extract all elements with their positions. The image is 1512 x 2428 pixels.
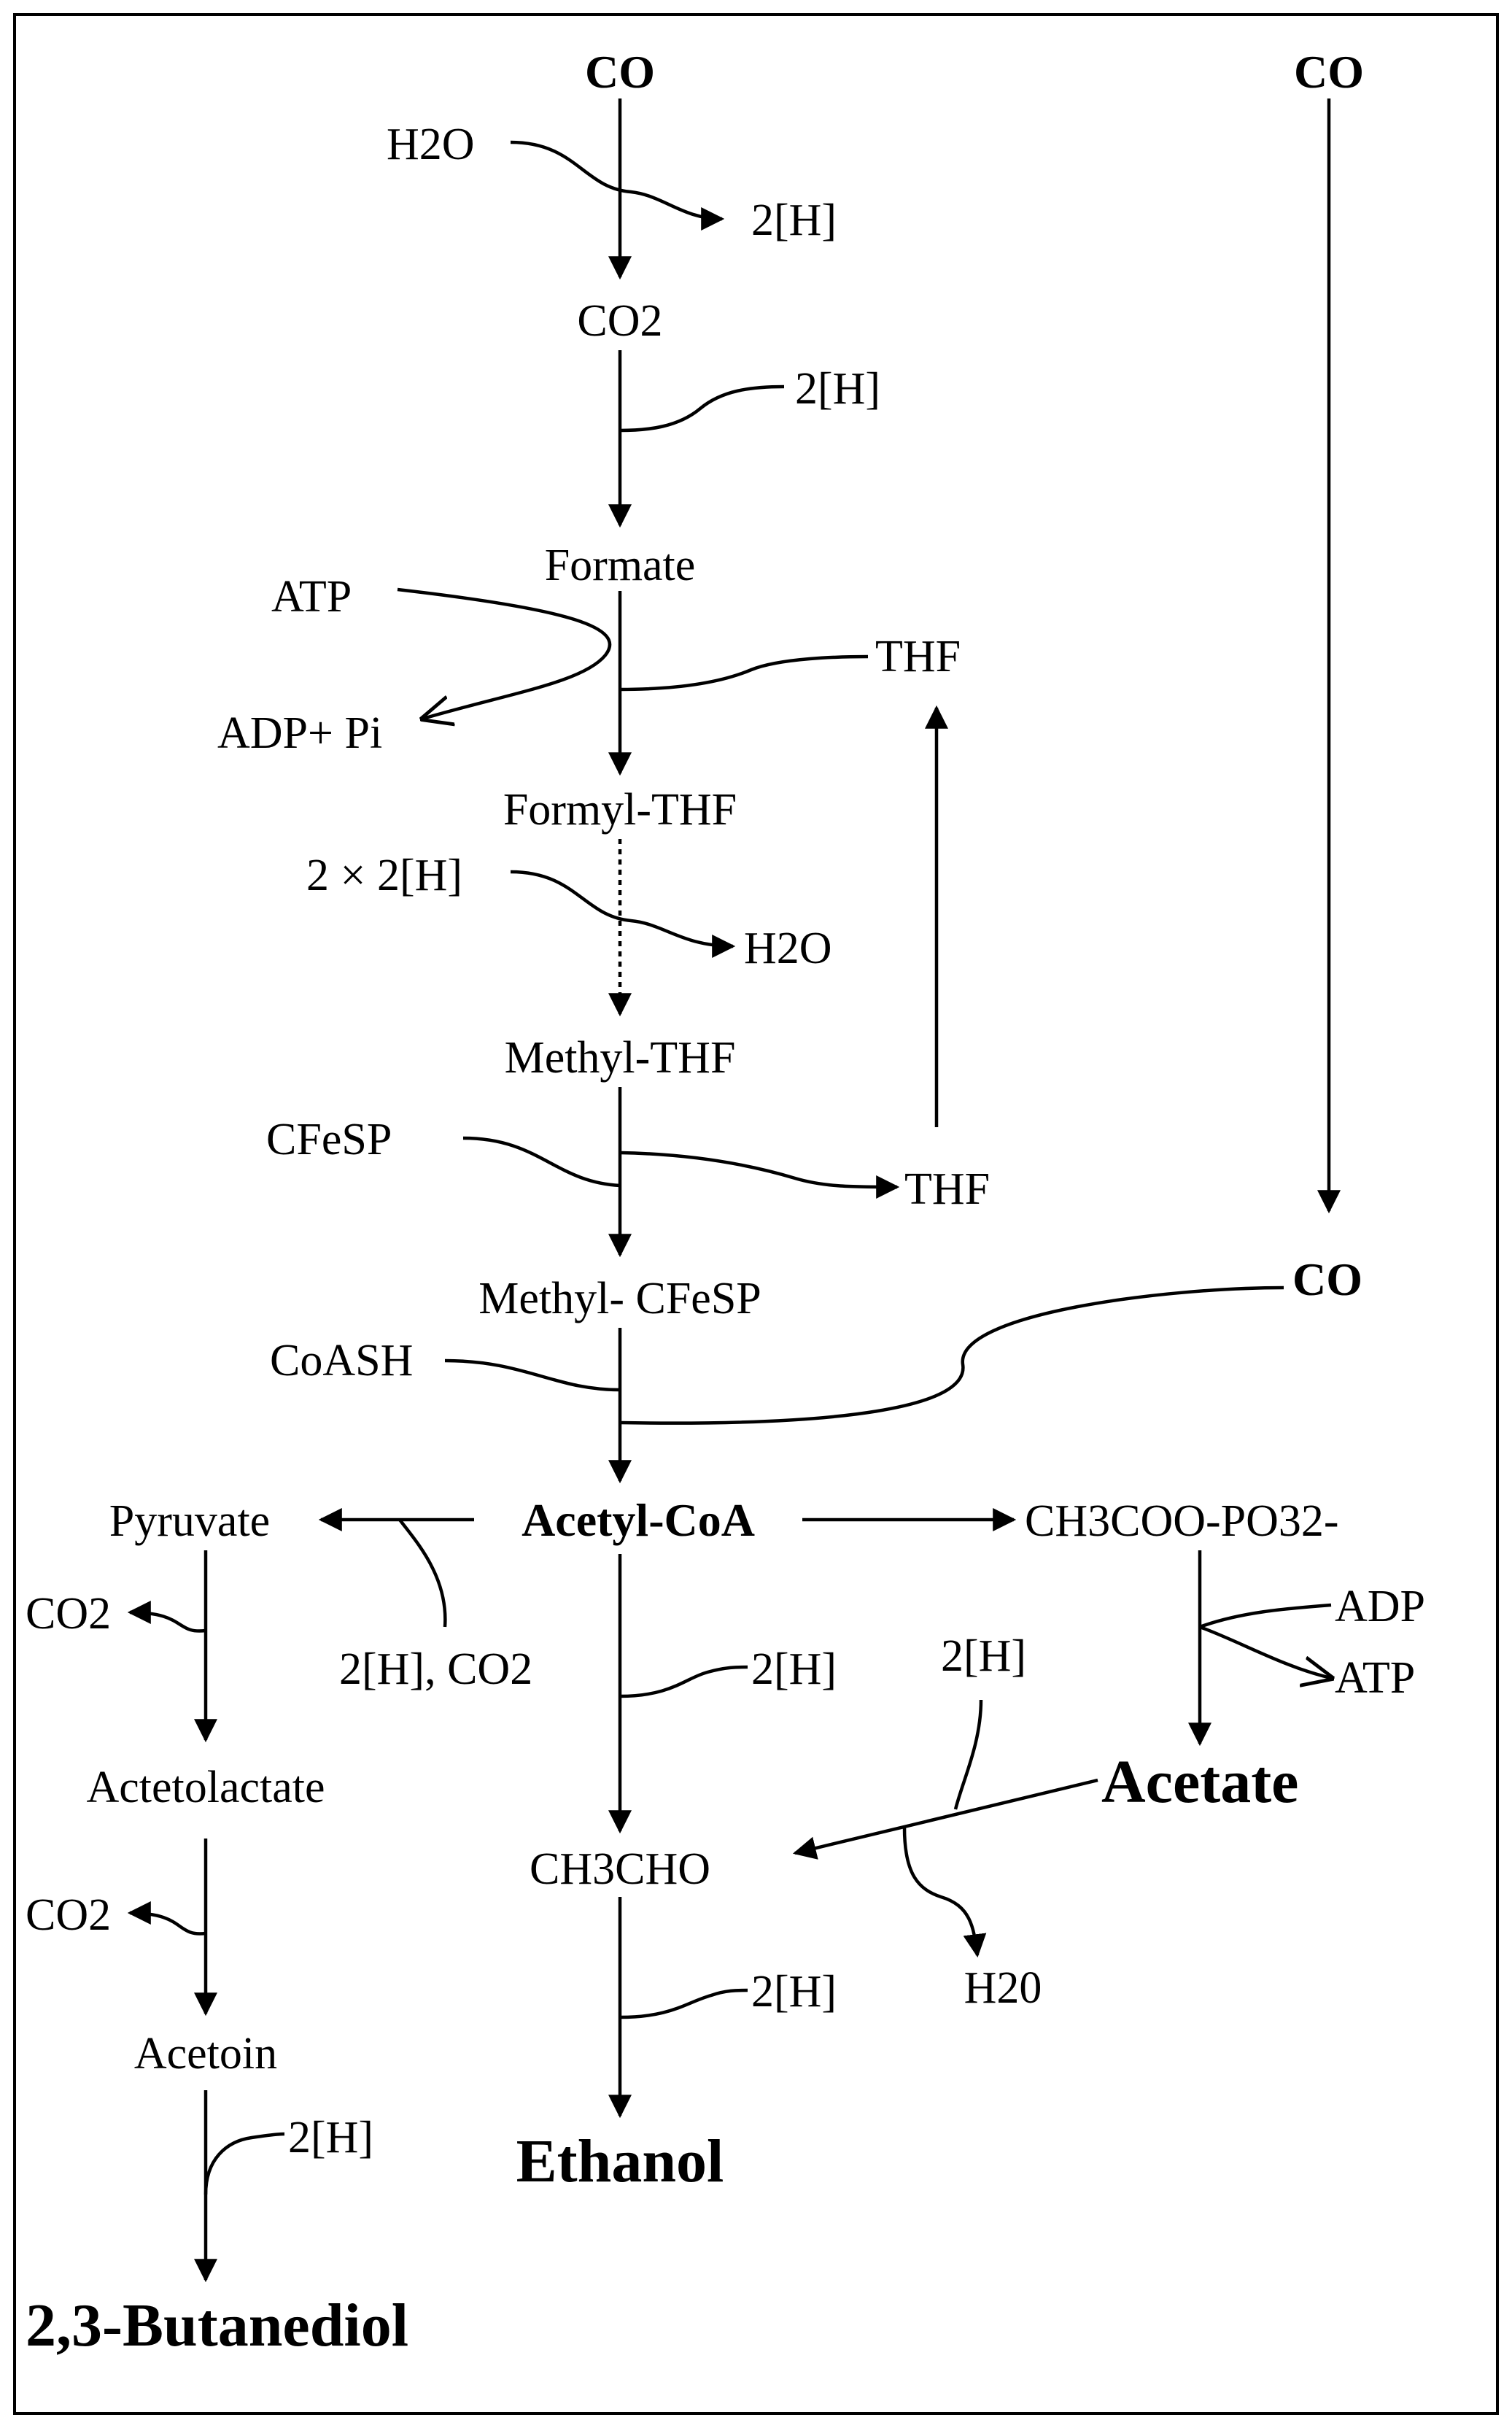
- curve-coash-in: [444, 1358, 621, 1392]
- label-co-right: CO: [1292, 1253, 1362, 1305]
- label-formate: Formate: [545, 541, 696, 590]
- label-acetyl-coa: Acetyl-CoA: [522, 1494, 755, 1546]
- label-butanediol: 2,3-Butanediol: [26, 2292, 408, 2359]
- label-h2o-1: H2O: [387, 120, 475, 169]
- label-acetate: Acetate: [1101, 1748, 1298, 1816]
- label-co2-2: CO2: [26, 1589, 111, 1639]
- curve-adp-in: [1199, 1603, 1332, 1629]
- label-co2-3: CO2: [26, 1890, 111, 1940]
- label-coash: CoASH: [270, 1336, 413, 1385]
- diagram-frame: [13, 13, 1499, 2415]
- label-formyl-thf: Formyl-THF: [503, 785, 737, 835]
- label-h2o-3: H20: [964, 1963, 1042, 2013]
- label-adp: ADP: [1335, 1582, 1425, 1631]
- label-2h-co2: 2[H], CO2: [339, 1644, 532, 1694]
- curve-2h-acetyl-reduction: [619, 1665, 748, 1698]
- label-adp-pi: ADP+ Pi: [217, 708, 382, 758]
- label-thf-1: THF: [875, 632, 961, 681]
- curve-h2o-to-2h: [510, 140, 725, 231]
- label-atp-1: ATP: [271, 572, 352, 622]
- curve-pyruvate-2h-co2: [398, 1518, 447, 1628]
- label-co-top: CO: [585, 46, 655, 98]
- label-thf-2: THF: [904, 1164, 990, 1214]
- label-methyl-thf: Methyl-THF: [505, 1033, 736, 1083]
- curve-2h-into-co2-step: [619, 384, 785, 433]
- curve-co-in: [619, 1285, 1284, 1425]
- curve-atp-to-adp: [397, 587, 612, 719]
- label-2h-5: 2[H]: [751, 1967, 837, 2017]
- label-2h-2: 2[H]: [795, 364, 880, 414]
- curve-h2o-out-acetate-reduction: [902, 1827, 987, 1958]
- curve-thf-into-formate-step: [619, 654, 869, 692]
- curve-co2-release-2: [127, 1901, 206, 1936]
- label-2h-1: 2[H]: [751, 196, 837, 245]
- label-pyruvate: Pyruvate: [109, 1496, 270, 1546]
- label-acetoin: Acetoin: [134, 2029, 277, 2079]
- curve-cfesp-in: [462, 1136, 621, 1188]
- label-acetyl-phosphate: CH3COO-PO32-: [1025, 1496, 1339, 1546]
- label-methyl-cfesp: Methyl- CFeSP: [478, 1274, 761, 1323]
- curve-2h-in-acetate-reduction: [953, 1699, 983, 1810]
- curve-atp-out: [1199, 1625, 1331, 1678]
- label-ethanol: Ethanol: [516, 2127, 724, 2195]
- curve-2h-acetaldehyde-reduction: [619, 1988, 748, 2019]
- label-co-right-top: CO: [1294, 46, 1364, 98]
- label-2h-4: 2[H]: [941, 1631, 1026, 1681]
- curve-2x2h-to-h2o: [510, 870, 736, 958]
- curve-thf-out: [619, 1151, 900, 1199]
- curve-co2-release-1: [127, 1601, 206, 1633]
- label-co2-1: CO2: [577, 296, 662, 346]
- label-cfesp: CFeSP: [266, 1115, 392, 1164]
- label-acetaldehyde: CH3CHO: [530, 1844, 710, 1894]
- label-2h-3: 2[H]: [751, 1644, 837, 1694]
- label-2h-6: 2[H]: [288, 2113, 373, 2162]
- label-atp-2: ATP: [1335, 1653, 1415, 1703]
- label-acetolactate: Actetolactate: [86, 1763, 325, 1812]
- curve-2h-acetoin-reduction: [203, 2132, 285, 2195]
- label-2x2h: 2 × 2[H]: [306, 851, 462, 900]
- label-h2o-2: H2O: [744, 924, 832, 973]
- arrow-acetate-to-acetaldehyde: [792, 1778, 1098, 1860]
